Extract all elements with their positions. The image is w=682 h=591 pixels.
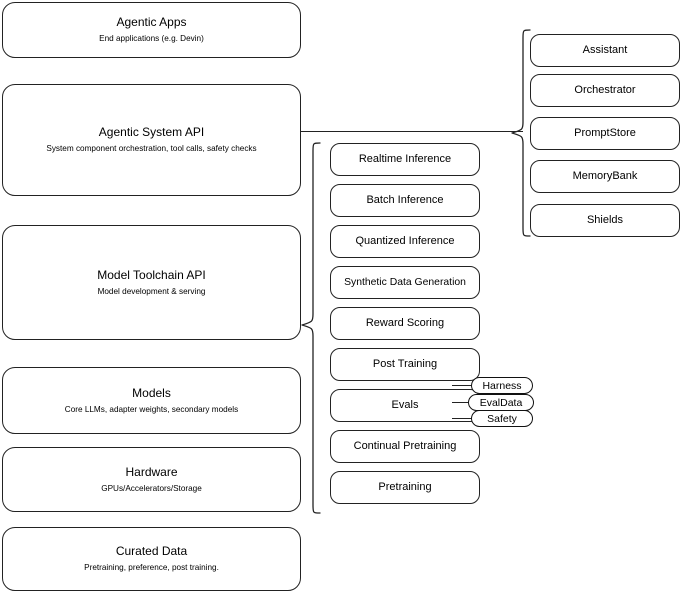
connector-line-evals-evaldata <box>452 402 472 403</box>
layer-box-agentic-system-api[interactable]: Agentic System API System component orch… <box>2 84 301 196</box>
system-box-memorybank[interactable]: MemoryBank <box>530 160 680 193</box>
toolchain-label: Realtime Inference <box>358 152 452 165</box>
evals-pill-harness[interactable]: Harness <box>471 377 533 394</box>
evals-pill-label: Harness <box>482 379 522 392</box>
system-label: MemoryBank <box>572 169 638 182</box>
toolchain-label: Quantized Inference <box>355 234 455 247</box>
connector-line-evals-harness <box>452 385 476 386</box>
toolchain-label: Pretraining <box>378 480 432 493</box>
evals-pill-safety[interactable]: Safety <box>471 410 533 427</box>
toolchain-box-evals[interactable]: Evals <box>330 389 480 422</box>
system-label: Assistant <box>582 43 628 56</box>
toolchain-box-continual-pretraining[interactable]: Continual Pretraining <box>330 430 480 463</box>
layer-title: Hardware <box>125 464 178 479</box>
toolchain-label: Reward Scoring <box>365 316 445 329</box>
toolchain-box-post-training[interactable]: Post Training <box>330 348 480 381</box>
layer-title: Curated Data <box>115 544 188 559</box>
layer-box-curated-data[interactable]: Curated Data Pretraining, preference, po… <box>2 527 301 591</box>
layer-subtitle: Model development & serving <box>97 286 206 296</box>
evals-pill-label: Safety <box>487 412 517 425</box>
connector-line-system-api-to-components <box>301 131 523 132</box>
system-box-shields[interactable]: Shields <box>530 204 680 237</box>
layer-title: Agentic Apps <box>116 15 187 30</box>
toolchain-box-pretraining[interactable]: Pretraining <box>330 471 480 504</box>
toolchain-label: Continual Pretraining <box>353 439 457 452</box>
layer-subtitle: System component orchestration, tool cal… <box>46 144 257 154</box>
layer-title: Agentic System API <box>98 125 205 140</box>
layer-subtitle: End applications (e.g. Devin) <box>99 34 204 44</box>
layer-box-hardware[interactable]: Hardware GPUs/Accelerators/Storage <box>2 447 301 512</box>
layer-subtitle: Core LLMs, adapter weights, secondary mo… <box>64 404 239 414</box>
layer-subtitle: GPUs/Accelerators/Storage <box>101 483 202 493</box>
system-label: PromptStore <box>574 126 636 139</box>
system-box-assistant[interactable]: Assistant <box>530 34 680 67</box>
toolchain-box-reward-scoring[interactable]: Reward Scoring <box>330 307 480 340</box>
toolchain-box-synthetic-data-generation[interactable]: Synthetic Data Generation <box>330 266 480 299</box>
evals-pill-evaldata[interactable]: EvalData <box>468 394 534 411</box>
toolchain-label: Post Training <box>372 357 438 370</box>
brace-model-toolchain <box>301 142 321 514</box>
layer-box-model-toolchain-api[interactable]: Model Toolchain API Model development & … <box>2 225 301 340</box>
layer-title: Models <box>132 385 171 400</box>
layer-title: Model Toolchain API <box>97 267 206 282</box>
toolchain-box-realtime-inference[interactable]: Realtime Inference <box>330 143 480 176</box>
toolchain-label: Batch Inference <box>366 193 444 206</box>
toolchain-label: Evals <box>391 398 419 411</box>
layer-subtitle: Pretraining, preference, post training. <box>84 563 219 573</box>
toolchain-box-quantized-inference[interactable]: Quantized Inference <box>330 225 480 258</box>
brace-system-components <box>511 29 531 237</box>
connector-line-evals-safety <box>452 418 476 419</box>
evals-pill-label: EvalData <box>479 396 523 409</box>
toolchain-box-batch-inference[interactable]: Batch Inference <box>330 184 480 217</box>
system-box-orchestrator[interactable]: Orchestrator <box>530 74 680 107</box>
system-label: Shields <box>586 213 624 226</box>
toolchain-label: Synthetic Data Generation <box>344 277 466 288</box>
layer-box-models[interactable]: Models Core LLMs, adapter weights, secon… <box>2 367 301 434</box>
system-box-promptstore[interactable]: PromptStore <box>530 117 680 150</box>
layer-box-agentic-apps[interactable]: Agentic Apps End applications (e.g. Devi… <box>2 2 301 58</box>
system-label: Orchestrator <box>574 83 636 96</box>
